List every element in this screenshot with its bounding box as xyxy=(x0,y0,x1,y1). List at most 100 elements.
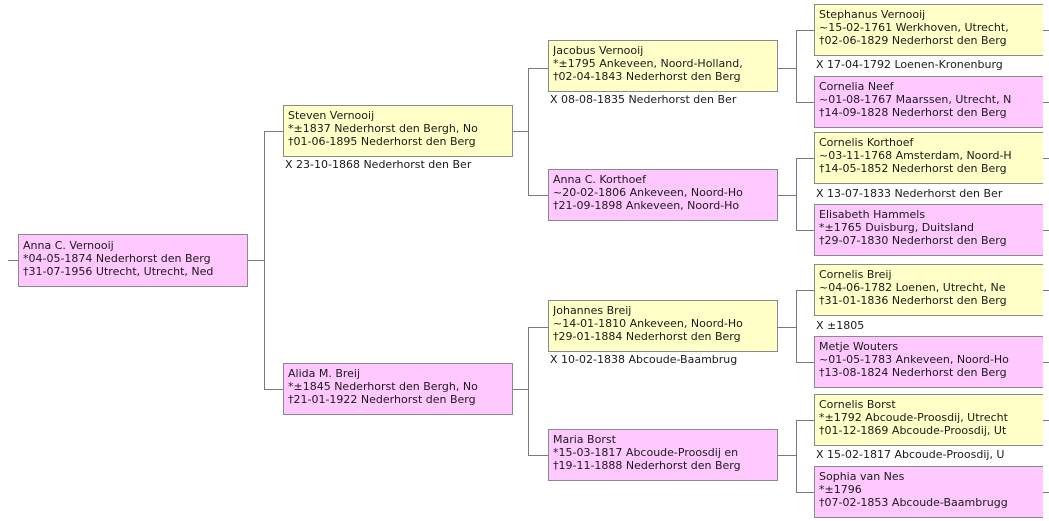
marriage-label: X 17-04-1792 Loenen-Kronenburg xyxy=(816,58,1003,71)
person-name: Alida M. Breij xyxy=(288,367,361,380)
person-birth: *±1837 Nederhorst den Bergh, No xyxy=(288,122,478,135)
person-death: †29-07-1830 Nederhorst den Berg xyxy=(819,234,1007,247)
person-death: †31-01-1836 Nederhorst den Berg xyxy=(819,294,1007,307)
connector-line xyxy=(1043,290,1049,291)
connector-line xyxy=(796,290,814,291)
connector-line xyxy=(796,420,814,421)
marriage-label: X 08-08-1835 Nederhorst den Ber xyxy=(550,93,737,106)
connector-line xyxy=(528,68,529,195)
person-birth: ~15-02-1761 Werkhoven, Utrecht, xyxy=(819,21,1009,34)
person-birth: ~04-06-1782 Loenen, Utrecht, Ne xyxy=(819,281,1006,294)
person-name: Anna C. Korthoef xyxy=(553,173,646,186)
person-box-cornelis-borst[interactable]: Cornelis Borst *±1792 Abcoude-Proosdij, … xyxy=(814,394,1043,446)
connector-line xyxy=(248,260,264,261)
connector-line xyxy=(528,327,548,328)
connector-line xyxy=(264,131,283,132)
person-box-stephanus-vernooij[interactable]: Stephanus Vernooij ~15-02-1761 Werkhoven… xyxy=(814,4,1043,56)
connector-line xyxy=(8,260,18,261)
person-box-cornelia-neef[interactable]: Cornelia Neef ~01-08-1767 Maarssen, Utre… xyxy=(814,76,1043,128)
connector-line xyxy=(1043,102,1049,103)
connector-line xyxy=(513,389,528,390)
connector-line xyxy=(778,68,796,69)
person-birth: *±1796 xyxy=(819,483,862,496)
person-death: †21-01-1922 Nederhorst den Berg xyxy=(288,393,476,406)
person-birth: *04-05-1874 Nederhorst den Berg xyxy=(23,252,211,265)
connector-line xyxy=(528,327,529,455)
person-name: Cornelis Breij xyxy=(819,268,892,281)
connector-line xyxy=(1043,492,1049,493)
person-birth: *±1765 Duisburg, Duitsland xyxy=(819,221,974,234)
connector-line xyxy=(796,230,814,231)
connector-line xyxy=(778,195,796,196)
connector-line xyxy=(796,158,797,230)
person-name: Jacobus Vernooij xyxy=(553,44,644,57)
connector-line xyxy=(528,195,548,196)
connector-line xyxy=(796,30,797,102)
connector-line xyxy=(796,362,814,363)
person-birth: ~20-02-1806 Ankeveen, Noord-Ho xyxy=(553,186,743,199)
person-box-cornelis-korthoef[interactable]: Cornelis Korthoef ~03-11-1768 Amsterdam,… xyxy=(814,132,1043,184)
person-name: Stephanus Vernooij xyxy=(819,8,926,21)
person-name: Sophia van Nes xyxy=(819,470,905,483)
person-name: Cornelis Korthoef xyxy=(819,136,914,149)
person-death: †13-08-1824 Nederhorst den Berg xyxy=(819,366,1007,379)
person-death: †29-01-1884 Nederhorst den Berg xyxy=(553,330,741,343)
person-name: Cornelis Borst xyxy=(819,398,896,411)
connector-line xyxy=(1043,30,1049,31)
person-name: Maria Borst xyxy=(553,433,616,446)
person-death: †01-06-1895 Nederhorst den Berg xyxy=(288,135,476,148)
person-box-metje-wouters[interactable]: Metje Wouters ~01-05-1783 Ankeveen, Noor… xyxy=(814,336,1043,388)
person-death: †31-07-1956 Utrecht, Utrecht, Ned xyxy=(23,265,214,278)
person-name: Johannes Breij xyxy=(553,304,632,317)
person-name: Anna C. Vernooij xyxy=(23,239,114,252)
marriage-label: X 23-10-1868 Nederhorst den Ber xyxy=(285,158,472,171)
person-death: †21-09-1898 Ankeveen, Noord-Ho xyxy=(553,199,740,212)
connector-line xyxy=(1043,230,1049,231)
person-birth: *15-03-1817 Abcoude-Proosdij en xyxy=(553,446,739,459)
connector-line xyxy=(796,420,797,492)
connector-line xyxy=(1043,158,1049,159)
person-name: Metje Wouters xyxy=(819,340,899,353)
connector-line xyxy=(796,492,814,493)
marriage-label: X ±1805 xyxy=(816,319,865,332)
connector-line xyxy=(528,455,548,456)
person-box-sophia-van-nes[interactable]: Sophia van Nes *±1796 †07-02-1853 Abcoud… xyxy=(814,466,1043,518)
person-name: Cornelia Neef xyxy=(819,80,894,93)
person-death: †07-02-1853 Abcoude-Baambrugg xyxy=(819,496,1008,509)
person-box-alida-m-breij[interactable]: Alida M. Breij *±1845 Nederhorst den Ber… xyxy=(283,363,513,415)
connector-line xyxy=(796,30,814,31)
marriage-label: X 10-02-1838 Abcoude-Baambrug xyxy=(550,353,738,366)
connector-line xyxy=(796,102,814,103)
person-death: †02-06-1829 Nederhorst den Berg xyxy=(819,34,1007,47)
person-box-steven-vernooij[interactable]: Steven Vernooij *±1837 Nederhorst den Be… xyxy=(283,105,513,157)
person-birth: ~01-08-1767 Maarssen, Utrecht, N xyxy=(819,93,1012,106)
connector-line xyxy=(528,68,548,69)
connector-line xyxy=(264,389,283,390)
connector-line xyxy=(778,455,796,456)
person-box-anna-c-vernooij[interactable]: Anna C. Vernooij *04-05-1874 Nederhorst … xyxy=(18,234,248,287)
connector-line xyxy=(778,327,796,328)
connector-line xyxy=(796,290,797,362)
person-death: †14-09-1828 Nederhorst den Berg xyxy=(819,106,1007,119)
person-box-anna-c-korthoef[interactable]: Anna C. Korthoef ~20-02-1806 Ankeveen, N… xyxy=(548,169,778,221)
connector-line xyxy=(796,158,814,159)
person-box-johannes-breij[interactable]: Johannes Breij ~14-01-1810 Ankeveen, Noo… xyxy=(548,300,778,352)
person-birth: ~01-05-1783 Ankeveen, Noord-Ho xyxy=(819,353,1009,366)
person-box-cornelis-breij[interactable]: Cornelis Breij ~04-06-1782 Loenen, Utrec… xyxy=(814,264,1043,316)
person-box-elisabeth-hammels[interactable]: Elisabeth Hammels *±1765 Duisburg, Duits… xyxy=(814,204,1043,256)
person-death: †01-12-1869 Abcoude-Proosdij, Ut xyxy=(819,424,1007,437)
person-birth: ~14-01-1810 Ankeveen, Noord-Ho xyxy=(553,317,743,330)
connector-line xyxy=(264,131,265,389)
person-box-jacobus-vernooij[interactable]: Jacobus Vernooij *±1795 Ankeveen, Noord-… xyxy=(548,40,778,92)
connector-line xyxy=(513,131,528,132)
person-box-maria-borst[interactable]: Maria Borst *15-03-1817 Abcoude-Proosdij… xyxy=(548,429,778,481)
person-death: †14-05-1852 Nederhorst den Berg xyxy=(819,162,1007,175)
marriage-label: X 13-07-1833 Nederhorst den Ber xyxy=(816,187,1003,200)
person-name: Elisabeth Hammels xyxy=(819,208,926,221)
person-birth: *±1792 Abcoude-Proosdij, Utrecht xyxy=(819,411,1008,424)
person-death: †19-11-1888 Nederhorst den Berg xyxy=(553,459,741,472)
connector-line xyxy=(1043,420,1049,421)
person-name: Steven Vernooij xyxy=(288,109,375,122)
person-death: †02-04-1843 Nederhorst den Berg xyxy=(553,70,741,83)
